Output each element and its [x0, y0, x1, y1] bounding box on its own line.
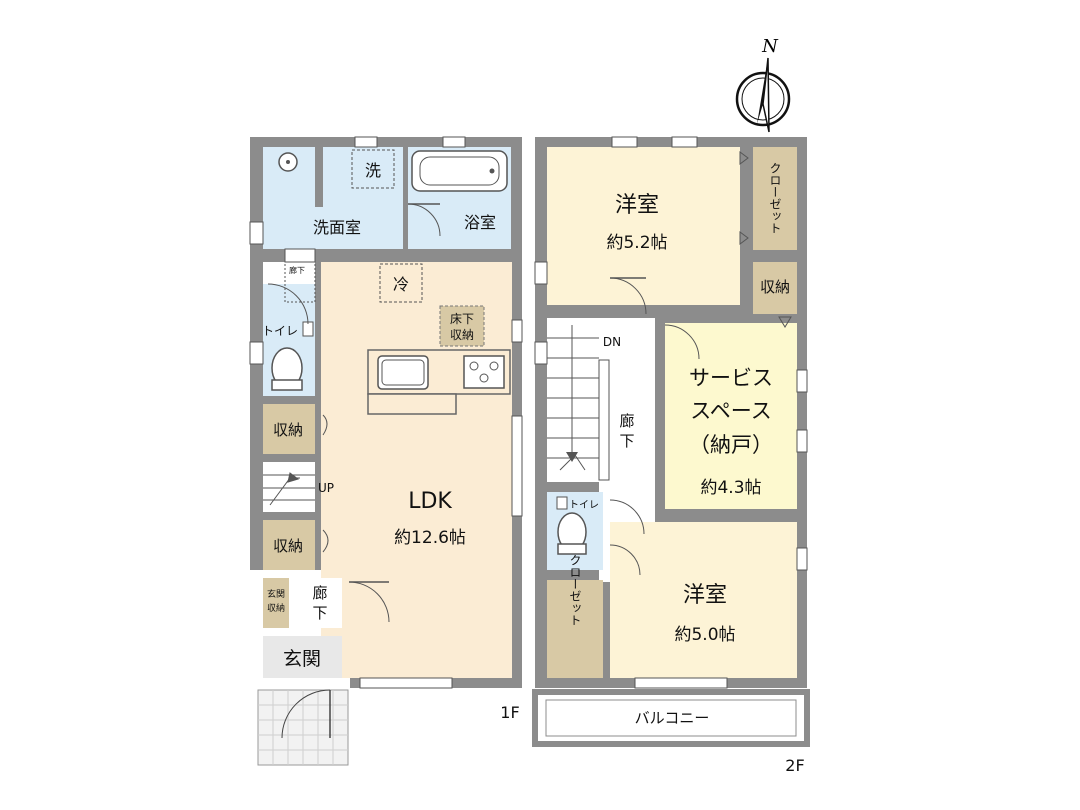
bath-label: 浴室 [464, 213, 496, 232]
stairs-1f [263, 462, 315, 512]
washroom-label: 洗面室 [313, 218, 361, 237]
hallway-2f-label-2: 下 [619, 432, 634, 450]
western-room-2 [610, 522, 797, 678]
service-space-size: 約4.3帖 [700, 478, 761, 498]
stairs-down-label: DN [603, 335, 621, 349]
service-space [665, 323, 797, 509]
ldk-size-label: 約12.6帖 [394, 528, 466, 548]
storage-lower [263, 520, 315, 570]
hall-small-label: 廊下 [289, 265, 305, 275]
floor1-label: 1F [500, 703, 519, 722]
toilet-1f-label: トイレ [262, 324, 298, 338]
hall-entry-label-1: 廊 [312, 584, 327, 602]
service-space-label-3: （納戸） [689, 433, 773, 457]
entry-storage [263, 578, 289, 628]
entry-storage-label-2: 収納 [267, 602, 285, 614]
floor1-plan [249, 136, 523, 766]
underfloor-label-1: 床下 [450, 312, 474, 326]
balcony-label: バルコニー [635, 709, 710, 727]
hallway-2f-label-1: 廊 [619, 412, 634, 430]
closet-1-label: クローゼット [768, 162, 782, 234]
stairs-up-label: UP [318, 481, 334, 495]
entrance-label: 玄関 [283, 648, 321, 670]
service-space-label-1: サービス [689, 366, 773, 390]
western-room-1 [547, 147, 740, 305]
storage-2f-label: 収納 [760, 278, 790, 296]
storage-upper [263, 404, 315, 454]
closet-2-label: クローゼット [568, 554, 582, 626]
ldk-label: LDK [408, 489, 452, 514]
fridge-label: 冷 [393, 275, 409, 294]
hall-entry [292, 578, 342, 628]
floor2-label: 2F [785, 756, 804, 775]
closet-2 [547, 580, 603, 678]
washer-label: 洗 [365, 161, 381, 180]
floor2-plan [532, 136, 810, 747]
compass-icon [735, 57, 791, 133]
entry-storage-label-1: 玄関 [267, 588, 285, 600]
western-room-2-size: 約5.0帖 [674, 625, 735, 645]
western-room-2-label: 洋室 [683, 583, 727, 608]
underfloor-label-2: 収納 [450, 328, 474, 342]
storage-lower-label: 収納 [273, 537, 303, 555]
western-room-1-size: 約5.2帖 [606, 233, 667, 253]
storage-2f [753, 262, 797, 314]
service-space-label-2: スペース [690, 399, 771, 423]
hall-small [263, 262, 315, 284]
toilet-2f-label: トイレ [569, 500, 599, 511]
compass-letter: N [761, 36, 779, 57]
storage-upper-label: 収納 [273, 421, 303, 439]
hall-entry-label-2: 下 [312, 604, 327, 622]
entrance [263, 636, 342, 678]
closet-1 [753, 147, 797, 250]
western-room-1-label: 洋室 [615, 193, 659, 218]
